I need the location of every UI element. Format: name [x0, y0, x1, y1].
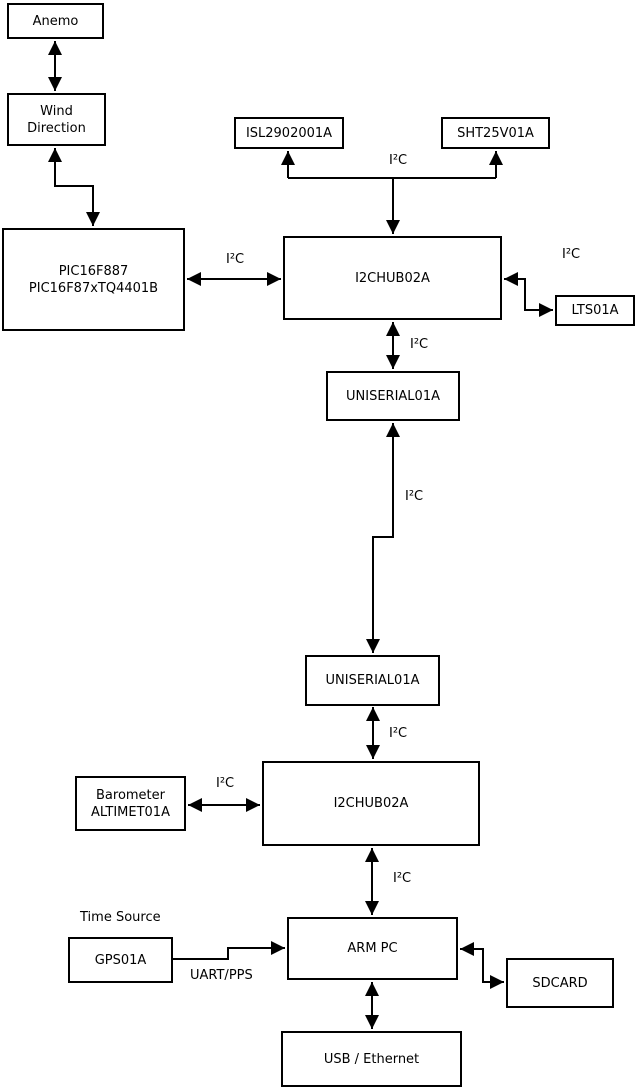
node-sht25v01a: SHT25V01A: [441, 117, 550, 149]
node-pic16f887-label-line2: PIC16F87xTQ4401B: [28, 280, 159, 296]
node-usb-ethernet-label: USB / Ethernet: [323, 1051, 420, 1067]
node-sdcard-label: SDCARD: [532, 975, 588, 991]
node-barometer-label-line2: ALTIMET01A: [91, 804, 170, 820]
edge-hub1-lts-i2c: [504, 272, 553, 317]
edge-gps-armpc-uart: [173, 941, 285, 960]
node-i2chub02a-top-label: I2CHUB02A: [355, 270, 430, 286]
node-lts01a: LTS01A: [555, 295, 635, 326]
node-isl2902001a: ISL2902001A: [234, 117, 344, 149]
node-wind-direction-label-line2: Direction: [27, 120, 86, 136]
node-anemo-label: Anemo: [32, 13, 79, 29]
node-usb-ethernet: USB / Ethernet: [281, 1031, 462, 1087]
edge-label-i2c-hub2-armpc: I²C: [393, 871, 412, 886]
edge-armpc-sdcard: [460, 942, 504, 989]
node-sdcard: SDCARD: [506, 958, 614, 1008]
edge-label-i2c-uniserial2-hub2: I²C: [389, 726, 408, 741]
node-uniserial01a-bottom-label: UNISERIAL01A: [325, 673, 420, 688]
node-arm-pc: ARM PC: [287, 917, 458, 980]
node-i2chub02a-bottom-label: I2CHUB02A: [333, 796, 409, 811]
node-wind-direction-label-line1: Wind: [40, 103, 73, 119]
node-pic16f887-label-line1: PIC16F887: [58, 263, 129, 279]
edge-uniserial1-uniserial2-i2c: [366, 423, 400, 653]
node-uniserial01a-top: UNISERIAL01A: [326, 371, 460, 421]
edge-label-i2c-uniserial1-uniserial2: I²C: [405, 489, 424, 504]
node-sht25v01a-label: SHT25V01A: [457, 125, 534, 141]
edge-label-uart-pps: UART/PPS: [190, 968, 253, 983]
node-i2chub02a-top: I2CHUB02A: [283, 236, 502, 320]
node-uniserial01a-bottom: UNISERIAL01A: [305, 655, 440, 706]
node-gps01a-label: GPS01A: [94, 952, 147, 968]
node-gps01a: GPS01A: [68, 937, 173, 983]
node-isl2902001a-label: ISL2902001A: [245, 125, 333, 141]
edge-label-i2c-pic-hub1: I²C: [226, 252, 245, 267]
edge-label-i2c-tee: I²C: [389, 153, 408, 168]
node-wind-direction: Wind Direction: [7, 93, 106, 146]
node-arm-pc-label: ARM PC: [347, 941, 398, 956]
node-anemo: Anemo: [7, 3, 104, 39]
edge-label-i2c-hub1-uniserial1: I²C: [410, 337, 429, 352]
annotation-time-source: Time Source: [80, 910, 161, 925]
node-lts01a-label: LTS01A: [571, 303, 619, 318]
edge-wind-pic: [48, 148, 100, 226]
node-barometer-altimet01a: Barometer ALTIMET01A: [75, 776, 186, 831]
edge-label-i2c-barometer-hub2: I²C: [216, 776, 235, 791]
node-barometer-label-line1: Barometer: [96, 787, 165, 803]
node-uniserial01a-top-label: UNISERIAL01A: [346, 388, 440, 404]
node-i2chub02a-bottom: I2CHUB02A: [262, 761, 480, 846]
node-pic16f887: PIC16F887 PIC16F87xTQ4401B: [2, 228, 185, 331]
edge-label-i2c-hub1-lts: I²C: [562, 247, 581, 262]
